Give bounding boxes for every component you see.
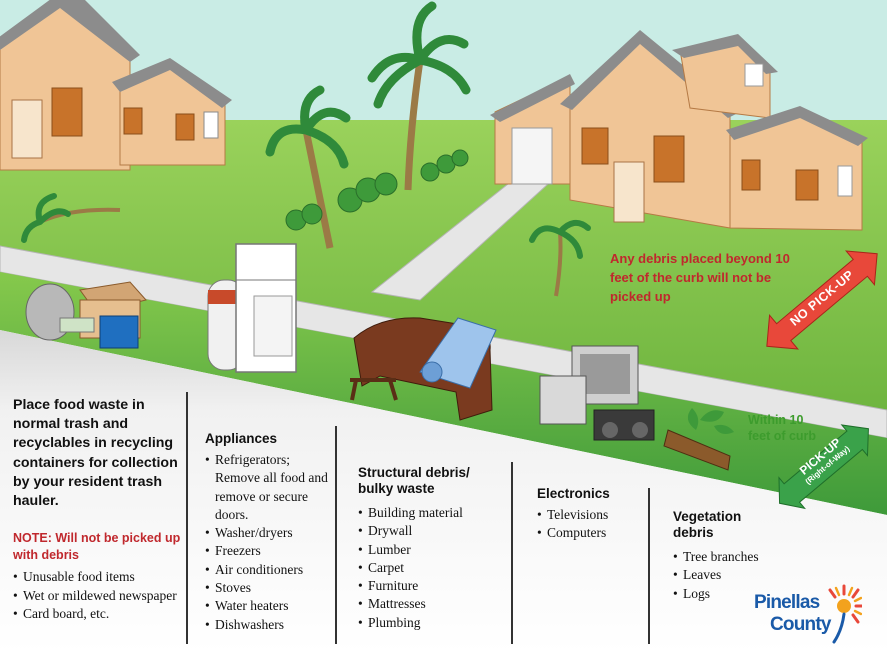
intro-text: Place food waste in normal trash and rec…: [13, 397, 178, 510]
pickup-arrow: [778, 424, 869, 510]
electronics-heading: Electronics: [537, 486, 610, 501]
appliances-item: Dishwashers: [205, 616, 333, 635]
appliances-heading: Appliances: [205, 431, 278, 446]
vegetation-pile: [663, 408, 734, 471]
structural-item: Plumbing: [358, 614, 463, 633]
note-title: NOTE: Will not be picked up with debris: [13, 531, 181, 562]
column-divider: [648, 488, 650, 644]
note-item: Unusable food items: [13, 568, 183, 587]
left-houses: [0, 0, 232, 171]
furniture-pile: [350, 317, 497, 421]
vegetation-item: Leaves: [673, 566, 759, 585]
structural-item: Building material: [358, 504, 463, 523]
appliances-item: Washer/dryers: [205, 524, 333, 543]
vegetation-list: Tree branches Leaves Logs: [673, 548, 759, 603]
column-divider: [186, 392, 188, 644]
structural-item: Drywall: [358, 522, 463, 541]
appliances-list: Refrigerators; Remove all food and remov…: [205, 451, 333, 634]
no-pickup-note: Any debris placed beyond 10 feet of the …: [610, 251, 790, 304]
structural-item: Mattresses: [358, 595, 463, 614]
structural-heading: Structural debris/ bulky waste: [358, 465, 470, 496]
structural-item: Furniture: [358, 577, 463, 596]
vegetation-item: Logs: [673, 585, 759, 604]
electronics-item: Computers: [537, 524, 608, 543]
note-item: Wet or mildewed newspaper: [13, 587, 183, 606]
palm-trees: [21, 1, 591, 297]
logo-text-line2: County: [770, 614, 831, 635]
structural-list: Building material Drywall Lumber Carpet …: [358, 504, 463, 632]
trash-bags: [25, 281, 147, 349]
appliances-item: Air conditioners: [205, 561, 333, 580]
pinellas-county-logo: Pinellas County: [752, 582, 882, 648]
sun-icon: [828, 584, 862, 644]
within-curb-note: Within 10 feet of curb: [748, 413, 817, 443]
column-divider: [511, 462, 513, 644]
appliances-item: Stoves: [205, 579, 333, 598]
vegetation-item: Tree branches: [673, 548, 759, 567]
electronics-item: Televisions: [537, 506, 608, 525]
vegetation-heading: Vegetation debris: [673, 509, 742, 540]
electronics-list: Televisions Computers: [537, 506, 608, 543]
column-divider: [335, 426, 337, 644]
appliances-item: Refrigerators; Remove all food and remov…: [205, 451, 333, 524]
appliances-item: Water heaters: [205, 597, 333, 616]
no-pickup-arrow: [766, 250, 878, 350]
logo-text-line1: Pinellas: [754, 592, 820, 613]
appliances-item-text: Refrigerators; Remove all food and remov…: [215, 452, 328, 522]
note-item: Card board, etc.: [13, 605, 183, 624]
appliances-item: Freezers: [205, 542, 333, 561]
appliances-pile: [207, 243, 297, 373]
structural-item: Lumber: [358, 541, 463, 560]
electronics-pile: [539, 345, 655, 441]
structural-item: Carpet: [358, 559, 463, 578]
right-house: [490, 30, 868, 231]
note-list: Unusable food items Wet or mildewed news…: [13, 568, 183, 624]
bushes: [285, 149, 469, 231]
